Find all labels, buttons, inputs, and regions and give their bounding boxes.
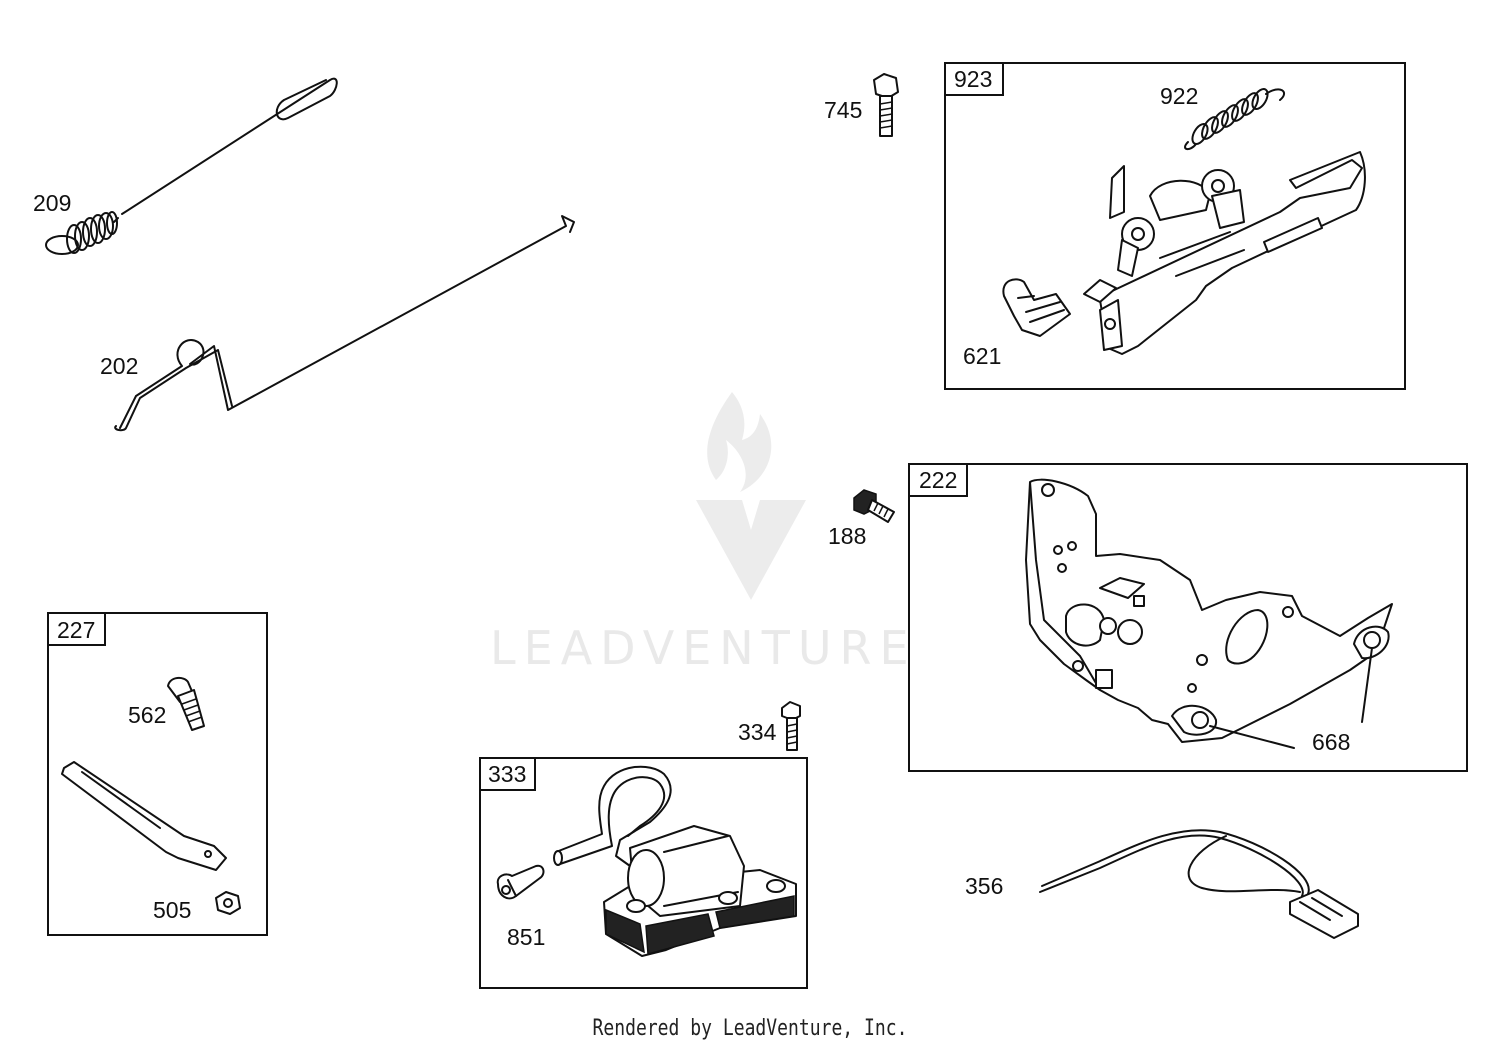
part-209-spring[interactable] xyxy=(45,77,338,255)
watermark-text: LEADVENTURE xyxy=(490,621,917,675)
part-334-screw[interactable] xyxy=(781,701,801,751)
part-label-621[interactable]: 621 xyxy=(963,343,1001,369)
part-923-control-bracket[interactable] xyxy=(1083,151,1366,355)
part-227-lever[interactable] xyxy=(61,761,227,871)
part-label-202[interactable]: 202 xyxy=(100,353,138,379)
group-333-frame xyxy=(479,757,808,989)
part-label-505[interactable]: 505 xyxy=(153,897,191,923)
part-label-334[interactable]: 334 xyxy=(738,719,777,745)
part-label-562[interactable]: 562 xyxy=(128,702,166,728)
part-621-clip[interactable] xyxy=(1002,278,1071,337)
part-745-bolt[interactable] xyxy=(873,73,899,137)
group-222: 222 668 xyxy=(908,463,1468,772)
group-label-222[interactable]: 222 xyxy=(919,467,957,493)
watermark: LEADVENTURE xyxy=(490,392,917,675)
part-label-188[interactable]: 188 xyxy=(828,523,866,549)
group-227-tag xyxy=(47,612,106,646)
part-label-356[interactable]: 356 xyxy=(965,873,1003,899)
group-333: 333 851 xyxy=(479,757,808,989)
group-923: 923 xyxy=(944,62,1406,390)
group-923-frame xyxy=(944,62,1406,390)
part-851-spark-plug-connector[interactable] xyxy=(496,864,545,900)
group-227: 227 562 505 xyxy=(47,612,268,936)
group-label-923[interactable]: 923 xyxy=(954,66,992,92)
group-label-227[interactable]: 227 xyxy=(57,617,95,643)
part-label-668[interactable]: 668 xyxy=(1312,729,1350,755)
part-562-bolt[interactable] xyxy=(167,676,205,731)
group-923-tag xyxy=(944,62,1004,96)
part-505-nut[interactable] xyxy=(215,891,241,915)
part-333-ignition-coil[interactable] xyxy=(553,765,797,957)
part-356-wire-harness[interactable] xyxy=(1039,829,1359,939)
part-222-control-plate[interactable] xyxy=(1025,478,1393,749)
watermark-logo-icon xyxy=(696,392,806,600)
part-202-governor-link[interactable] xyxy=(114,215,575,432)
part-label-209[interactable]: 209 xyxy=(33,190,71,216)
part-label-745[interactable]: 745 xyxy=(824,97,862,123)
group-222-tag xyxy=(908,463,968,497)
group-label-333[interactable]: 333 xyxy=(488,761,526,787)
part-922-spring[interactable] xyxy=(1184,86,1285,150)
group-227-frame xyxy=(47,612,268,936)
part-188-bolt[interactable] xyxy=(853,489,895,523)
group-333-tag xyxy=(479,757,536,791)
part-label-851[interactable]: 851 xyxy=(507,924,545,950)
footer-credit: Rendered by LeadVenture, Inc. xyxy=(592,1016,908,1041)
part-label-922[interactable]: 922 xyxy=(1160,83,1198,109)
group-222-frame xyxy=(908,463,1468,772)
